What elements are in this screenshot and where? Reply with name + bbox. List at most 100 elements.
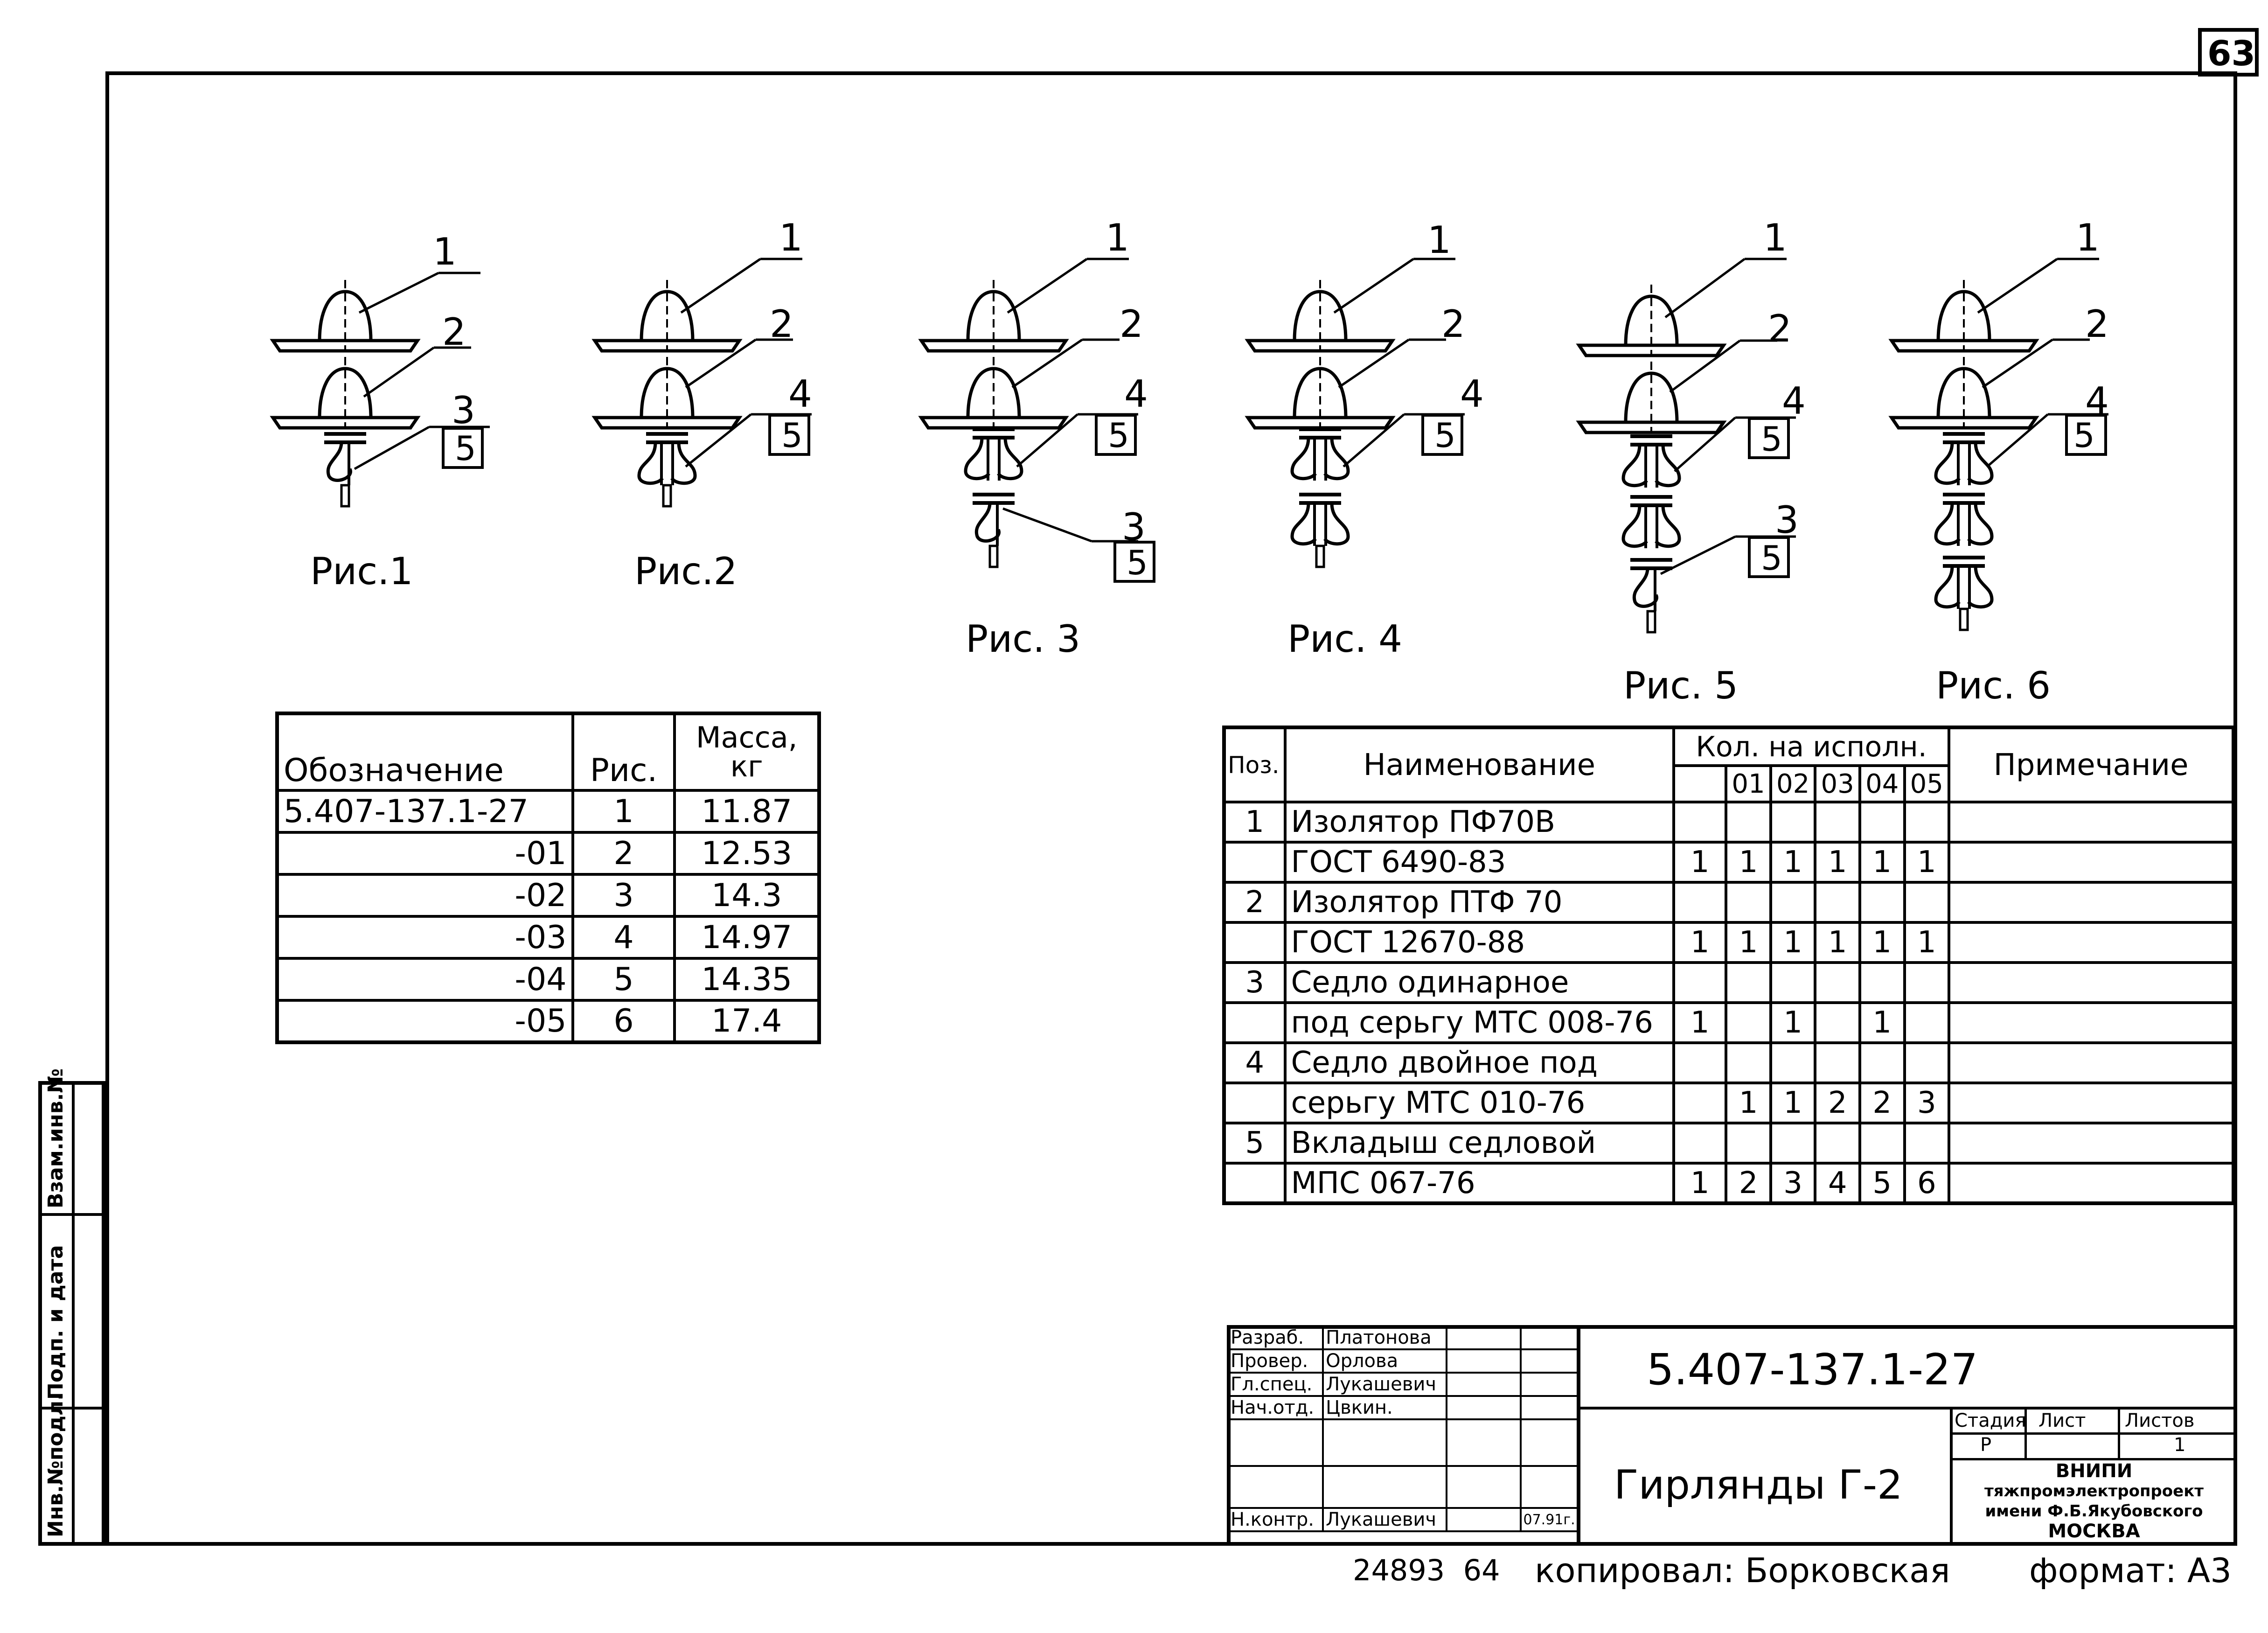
spec-cell: Седло двойное под	[1283, 1041, 1676, 1084]
sheets-value: 1	[2174, 1434, 2186, 1456]
spec-cell	[1725, 801, 1772, 844]
signature-cell	[1445, 1395, 1522, 1420]
spec-cell	[1858, 1041, 1906, 1084]
table-row: -05 6 17.4	[276, 999, 821, 1044]
spec-cell	[1769, 881, 1817, 924]
spec-cell: МПС 067-76	[1283, 1162, 1676, 1205]
spec-note-cell	[1948, 961, 2235, 1004]
role-date	[1519, 1325, 1579, 1350]
spec-cell	[1814, 1041, 1861, 1084]
spec-header-pos: Поз.	[1223, 726, 1287, 803]
fig3-caption: Рис. 3	[966, 617, 1080, 661]
signature-cell	[1445, 1348, 1522, 1374]
spec-note-cell	[1948, 801, 2235, 844]
spec-header-note: Примечание	[1948, 726, 2235, 803]
fig4-label-5: 5	[1434, 416, 1456, 455]
spec-header-qty: Кол. на исполн.	[1672, 726, 1951, 767]
spec-cell	[1903, 1001, 1951, 1044]
copied-by: копировал: Борковская	[1535, 1551, 1950, 1590]
table-row: -02 3 14.3	[276, 873, 821, 918]
signature-cell	[1445, 1418, 1522, 1467]
role-date	[1519, 1348, 1579, 1374]
role-row	[1226, 1465, 1579, 1509]
spec-cell	[1814, 1001, 1861, 1044]
spec-cell	[1672, 1122, 1728, 1165]
spec-cell: 1	[1858, 921, 1906, 964]
fig5-label-3: 3	[1775, 498, 1799, 542]
spec-cell: ГОСТ 12670-88	[1283, 921, 1676, 964]
mass-cell: 1	[571, 789, 676, 834]
role-role: Нач.отд.	[1226, 1395, 1324, 1420]
spec-cell: 2	[1725, 1162, 1772, 1205]
mass-cell: -03	[276, 915, 574, 960]
title-divider	[1577, 1325, 1580, 1546]
fig2-caption: Рис.2	[634, 550, 737, 593]
role-date	[1519, 1418, 1579, 1467]
role-date	[1519, 1395, 1579, 1420]
mass-cell: -04	[276, 957, 574, 1002]
spec-cell	[1672, 1041, 1728, 1084]
fig1-label-3: 3	[452, 389, 475, 432]
spec-cell: 1	[1672, 841, 1728, 884]
title-divider	[1950, 1432, 2237, 1435]
role-name: Орлова	[1322, 1348, 1447, 1374]
org-line: МОСКВА	[2048, 1521, 2140, 1542]
table-row: 5.407-137.1-27 1 11.87	[276, 789, 821, 834]
fig3-label-5: 5	[1108, 416, 1129, 455]
mass-header-mass: Масса, кг	[673, 712, 821, 792]
spec-variant-02: 02	[1769, 764, 1817, 803]
mass-cell: -01	[276, 831, 574, 876]
fig6-caption: Рис. 6	[1936, 664, 2051, 707]
spec-cell	[1858, 961, 1906, 1004]
role-name	[1322, 1418, 1447, 1467]
spec-cell: 1	[1769, 1001, 1817, 1044]
spec-cell	[1769, 1041, 1817, 1084]
mass-cell: 5	[571, 957, 676, 1002]
signature-cell	[1445, 1325, 1522, 1350]
spec-cell	[1223, 1082, 1287, 1124]
org-line: тяжпромэлектропроект	[1984, 1482, 2204, 1500]
spec-note-cell	[1948, 921, 2235, 964]
mass-table: Обозначение Рис. Масса, кг 5.407-137.1-2…	[275, 712, 821, 1044]
role-role	[1226, 1465, 1324, 1509]
mass-cell: 11.87	[673, 789, 821, 834]
spec-cell: 3	[1223, 961, 1287, 1004]
role-role	[1226, 1418, 1324, 1467]
spec-cell	[1223, 841, 1287, 884]
mass-cell: -02	[276, 873, 574, 918]
spec-cell	[1814, 881, 1861, 924]
mass-cell: 14.97	[673, 915, 821, 960]
spec-cell: 1	[1858, 841, 1906, 884]
spec-note-cell	[1948, 1041, 2235, 1084]
fig4-label-4: 4	[1460, 372, 1484, 416]
spec-cell: 2	[1858, 1082, 1906, 1124]
spec-cell	[1672, 881, 1728, 924]
fig4-caption: Рис. 4	[1287, 617, 1402, 661]
side-stamp-label-column	[38, 1081, 75, 1546]
signature-cell	[1445, 1372, 1522, 1397]
spec-cell: 2	[1814, 1082, 1861, 1124]
mass-cell: 4	[571, 915, 676, 960]
spec-note-cell	[1948, 841, 2235, 884]
spec-cell	[1769, 801, 1817, 844]
fig1-label-2: 2	[442, 310, 466, 354]
drawing-title: Гирлянды Г-2	[1614, 1462, 1903, 1508]
role-date: 07.91г.	[1519, 1507, 1579, 1532]
spec-variant-base	[1672, 764, 1728, 803]
spec-cell: 4	[1814, 1162, 1861, 1205]
fig2-label-4: 4	[788, 372, 812, 416]
mass-cell: 14.3	[673, 873, 821, 918]
org-line: имени Ф.Б.Якубовского	[1985, 1502, 2203, 1521]
spec-cell	[1725, 961, 1772, 1004]
stage-label: Стадия	[1955, 1410, 2026, 1431]
spec-cell	[1672, 961, 1728, 1004]
fig3-label-4: 4	[1124, 372, 1148, 416]
signature-cell	[1445, 1465, 1522, 1509]
spec-cell: 3	[1903, 1082, 1951, 1124]
spec-cell: ГОСТ 6490-83	[1283, 841, 1676, 884]
